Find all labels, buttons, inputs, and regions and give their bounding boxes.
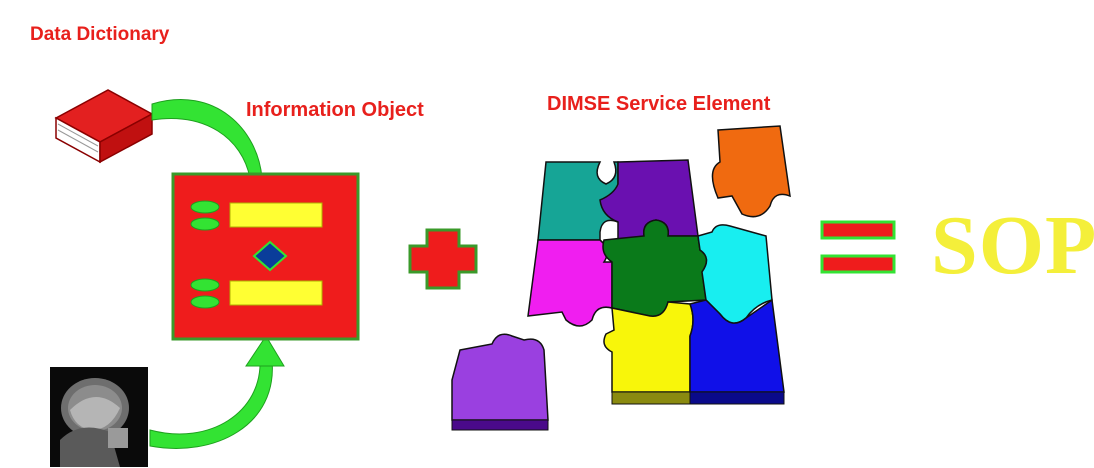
equals-icon (820, 220, 896, 274)
puzzle-icon (451, 125, 791, 431)
curved-arrow-icon (149, 335, 285, 449)
dimse-service-element-label: DIMSE Service Element (547, 93, 771, 115)
information-object-graphic (171, 172, 360, 341)
sop-label: SOP (931, 199, 1094, 292)
book-icon (54, 89, 154, 164)
mri-scan-icon (50, 367, 148, 467)
data-dictionary-label: Data Dictionary (30, 24, 170, 45)
plus-icon (408, 228, 478, 290)
information-object-label: Information Object (246, 99, 424, 121)
